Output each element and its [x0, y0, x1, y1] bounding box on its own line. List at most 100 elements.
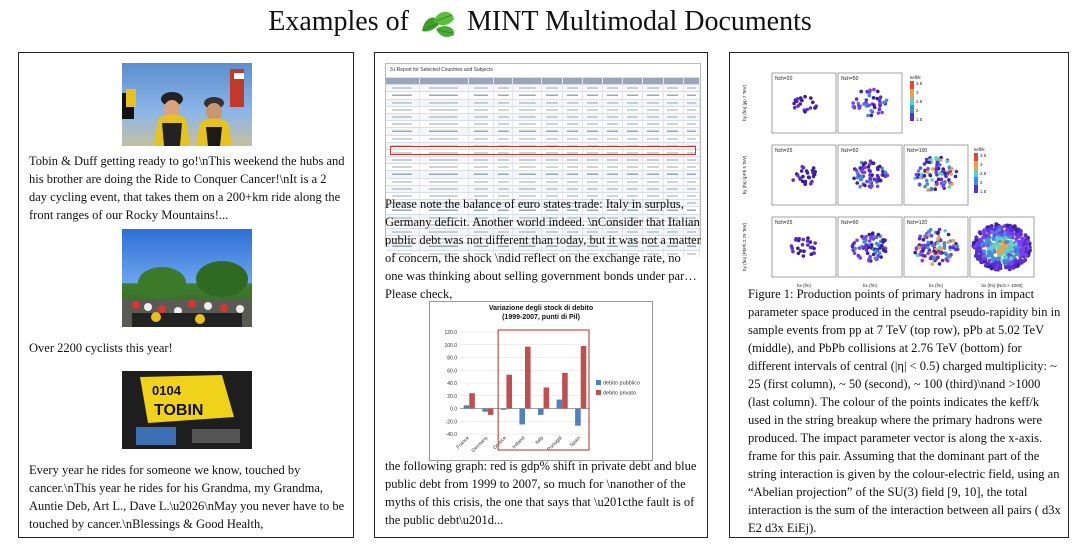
table-cell	[582, 135, 603, 142]
scatter-point	[997, 266, 1002, 271]
scatter-point	[936, 255, 940, 259]
table-cell	[623, 157, 644, 164]
scatter-point	[871, 252, 876, 257]
scatter-point	[861, 236, 866, 241]
table-cell	[623, 243, 644, 250]
scatter-point	[936, 230, 940, 235]
subplot-label: Nch=100	[907, 148, 927, 154]
table-cell	[386, 85, 420, 92]
col-axis-label: bx (fm)	[863, 283, 878, 288]
table-cell	[643, 149, 664, 157]
table-cell	[494, 142, 513, 149]
table-row	[386, 177, 701, 185]
scatter-point	[926, 251, 930, 256]
table-row	[386, 98, 701, 106]
table-cell	[683, 113, 701, 121]
colorbar-segment	[910, 105, 914, 113]
scatter-point	[925, 182, 930, 186]
bar	[500, 408, 507, 410]
table-row	[386, 206, 701, 214]
table-cell	[542, 228, 563, 236]
scatter-point	[913, 250, 917, 255]
scatter-point	[947, 185, 952, 189]
table-cell	[468, 99, 495, 106]
table-cell	[542, 250, 563, 257]
table-cell	[512, 92, 543, 99]
table-cell	[494, 221, 513, 228]
scatter-point	[863, 102, 868, 107]
econ-paragraph-1: Please note the balance of euro states t…	[385, 197, 701, 301]
subplot-frame	[771, 72, 837, 134]
scatter-point	[859, 168, 864, 173]
scatter-point	[857, 255, 862, 259]
table-cell	[419, 113, 469, 121]
table-cell	[512, 207, 543, 214]
table-cell	[562, 236, 583, 243]
scatter-point	[946, 240, 951, 244]
table-row	[386, 120, 701, 128]
col-axis-label: bx (fm) [Nch > 1000]	[982, 283, 1023, 288]
scatter-point	[995, 236, 999, 241]
table-cell	[602, 142, 624, 149]
scatter-point	[925, 170, 930, 174]
table-cell	[582, 250, 603, 257]
table-cell	[419, 214, 469, 221]
table-cell	[663, 207, 684, 214]
table-row	[386, 84, 701, 92]
table-cell	[419, 207, 469, 214]
table-cell	[663, 128, 684, 135]
scatter-point	[985, 227, 990, 232]
scatter-point	[865, 251, 870, 256]
table-row	[386, 134, 701, 142]
scatter-point	[792, 105, 797, 110]
table-cell	[512, 85, 543, 92]
colorbar-tick: 3	[980, 162, 983, 167]
scatter-point	[943, 229, 947, 233]
colorbar-tick: 2.5	[916, 99, 923, 104]
x-tick-label: Germany	[470, 435, 489, 454]
table-cell	[542, 106, 563, 113]
table-cell	[623, 85, 644, 92]
x-tick-label: Ireland	[511, 435, 526, 450]
table-cell	[386, 149, 420, 157]
table-cell	[663, 236, 684, 243]
table-cell	[512, 128, 543, 135]
table-cell	[419, 157, 469, 164]
table-cell	[643, 106, 664, 113]
scatter-point	[915, 253, 920, 257]
table-cell	[683, 149, 701, 157]
scatter-point	[941, 180, 946, 185]
scatter-point	[811, 174, 816, 179]
table-cell	[386, 250, 420, 257]
table-cell	[623, 128, 644, 135]
table-cell	[602, 185, 624, 192]
scatter-point	[865, 89, 869, 94]
scatter-point	[1011, 264, 1016, 269]
table-cell	[602, 121, 624, 128]
table-cell	[602, 236, 624, 243]
scatter-point	[806, 243, 810, 247]
scatter-point	[871, 231, 875, 236]
table-cell	[602, 92, 624, 99]
subplot-label: Nch=90	[841, 220, 859, 226]
table-cell	[468, 92, 495, 99]
table-cell	[386, 236, 420, 243]
scatter-point	[851, 101, 855, 105]
table-cell	[494, 164, 513, 171]
colorbar-tick: 3	[916, 90, 919, 95]
table-cell	[562, 243, 583, 250]
table-cell	[663, 221, 684, 228]
table-cell	[582, 157, 603, 164]
scatter-point	[855, 181, 859, 185]
table-cell	[623, 78, 644, 85]
scatter-point	[872, 87, 876, 92]
scatter-point	[866, 245, 871, 249]
scatter-point	[1018, 254, 1023, 259]
table-cell	[582, 113, 603, 121]
colorbar-tick: 1.5	[916, 117, 923, 122]
col-axis-label: bx (fm)	[929, 283, 944, 288]
table-cell	[468, 171, 495, 178]
table-cell	[468, 157, 495, 164]
table-cell	[623, 113, 644, 121]
